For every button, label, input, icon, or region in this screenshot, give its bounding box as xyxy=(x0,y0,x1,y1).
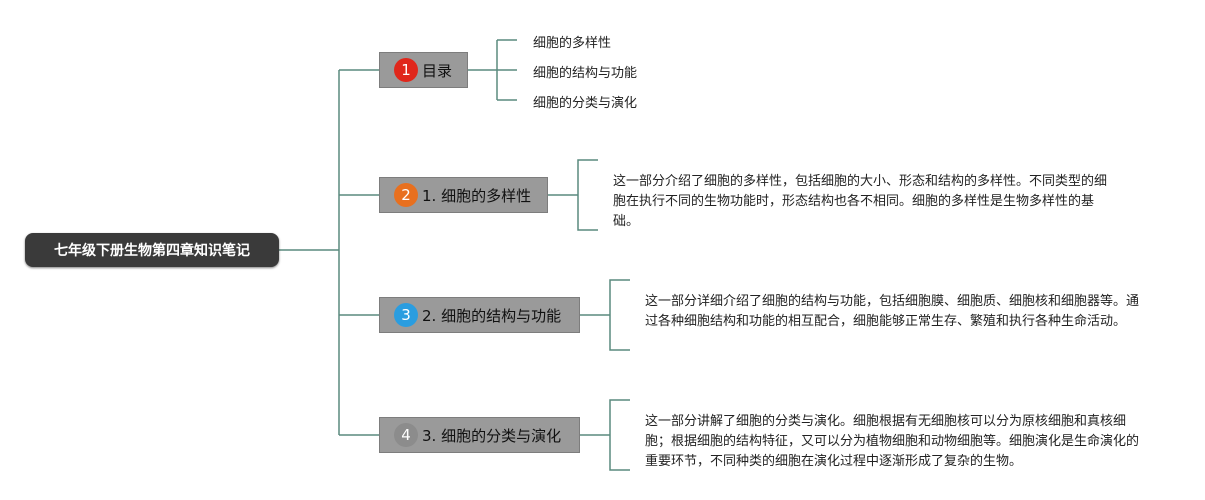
toc-item[interactable]: 细胞的多样性 xyxy=(533,36,612,51)
badge-number-icon: 4 xyxy=(394,423,418,447)
note-cell-structure-function[interactable]: 这一部分详细介绍了细胞的结构与功能，包括细胞膜、细胞质、细胞核和细胞器等。通过各… xyxy=(645,294,1140,329)
topic-cell-diversity[interactable]: 2 1. 细胞的多样性 xyxy=(379,177,548,213)
badge-number-icon: 1 xyxy=(394,58,418,82)
topic-label: 目录 xyxy=(422,61,453,80)
topic-cell-structure-function[interactable]: 3 2. 细胞的结构与功能 xyxy=(379,297,580,333)
toc-item[interactable]: 细胞的分类与演化 xyxy=(533,96,638,111)
topic-toc[interactable]: 1 目录 xyxy=(379,52,468,88)
topic-label: 3. 细胞的分类与演化 xyxy=(422,426,562,445)
badge-number-icon: 3 xyxy=(394,303,418,327)
toc-item[interactable]: 细胞的结构与功能 xyxy=(533,66,638,81)
note-cell-classification-evolution[interactable]: 这一部分讲解了细胞的分类与演化。细胞根据有无细胞核可以分为原核细胞和真核细胞；根… xyxy=(645,414,1140,469)
note-cell-diversity[interactable]: 这一部分介绍了细胞的多样性，包括细胞的大小、形态和结构的多样性。不同类型的细胞在… xyxy=(613,174,1108,229)
topic-label: 1. 细胞的多样性 xyxy=(422,186,532,205)
topic-cell-classification-evolution[interactable]: 4 3. 细胞的分类与演化 xyxy=(379,417,580,453)
root-topic[interactable]: 七年级下册生物第四章知识笔记 xyxy=(25,233,279,267)
root-title: 七年级下册生物第四章知识笔记 xyxy=(54,243,250,259)
badge-number-icon: 2 xyxy=(394,183,418,207)
topic-label: 2. 细胞的结构与功能 xyxy=(422,306,562,325)
